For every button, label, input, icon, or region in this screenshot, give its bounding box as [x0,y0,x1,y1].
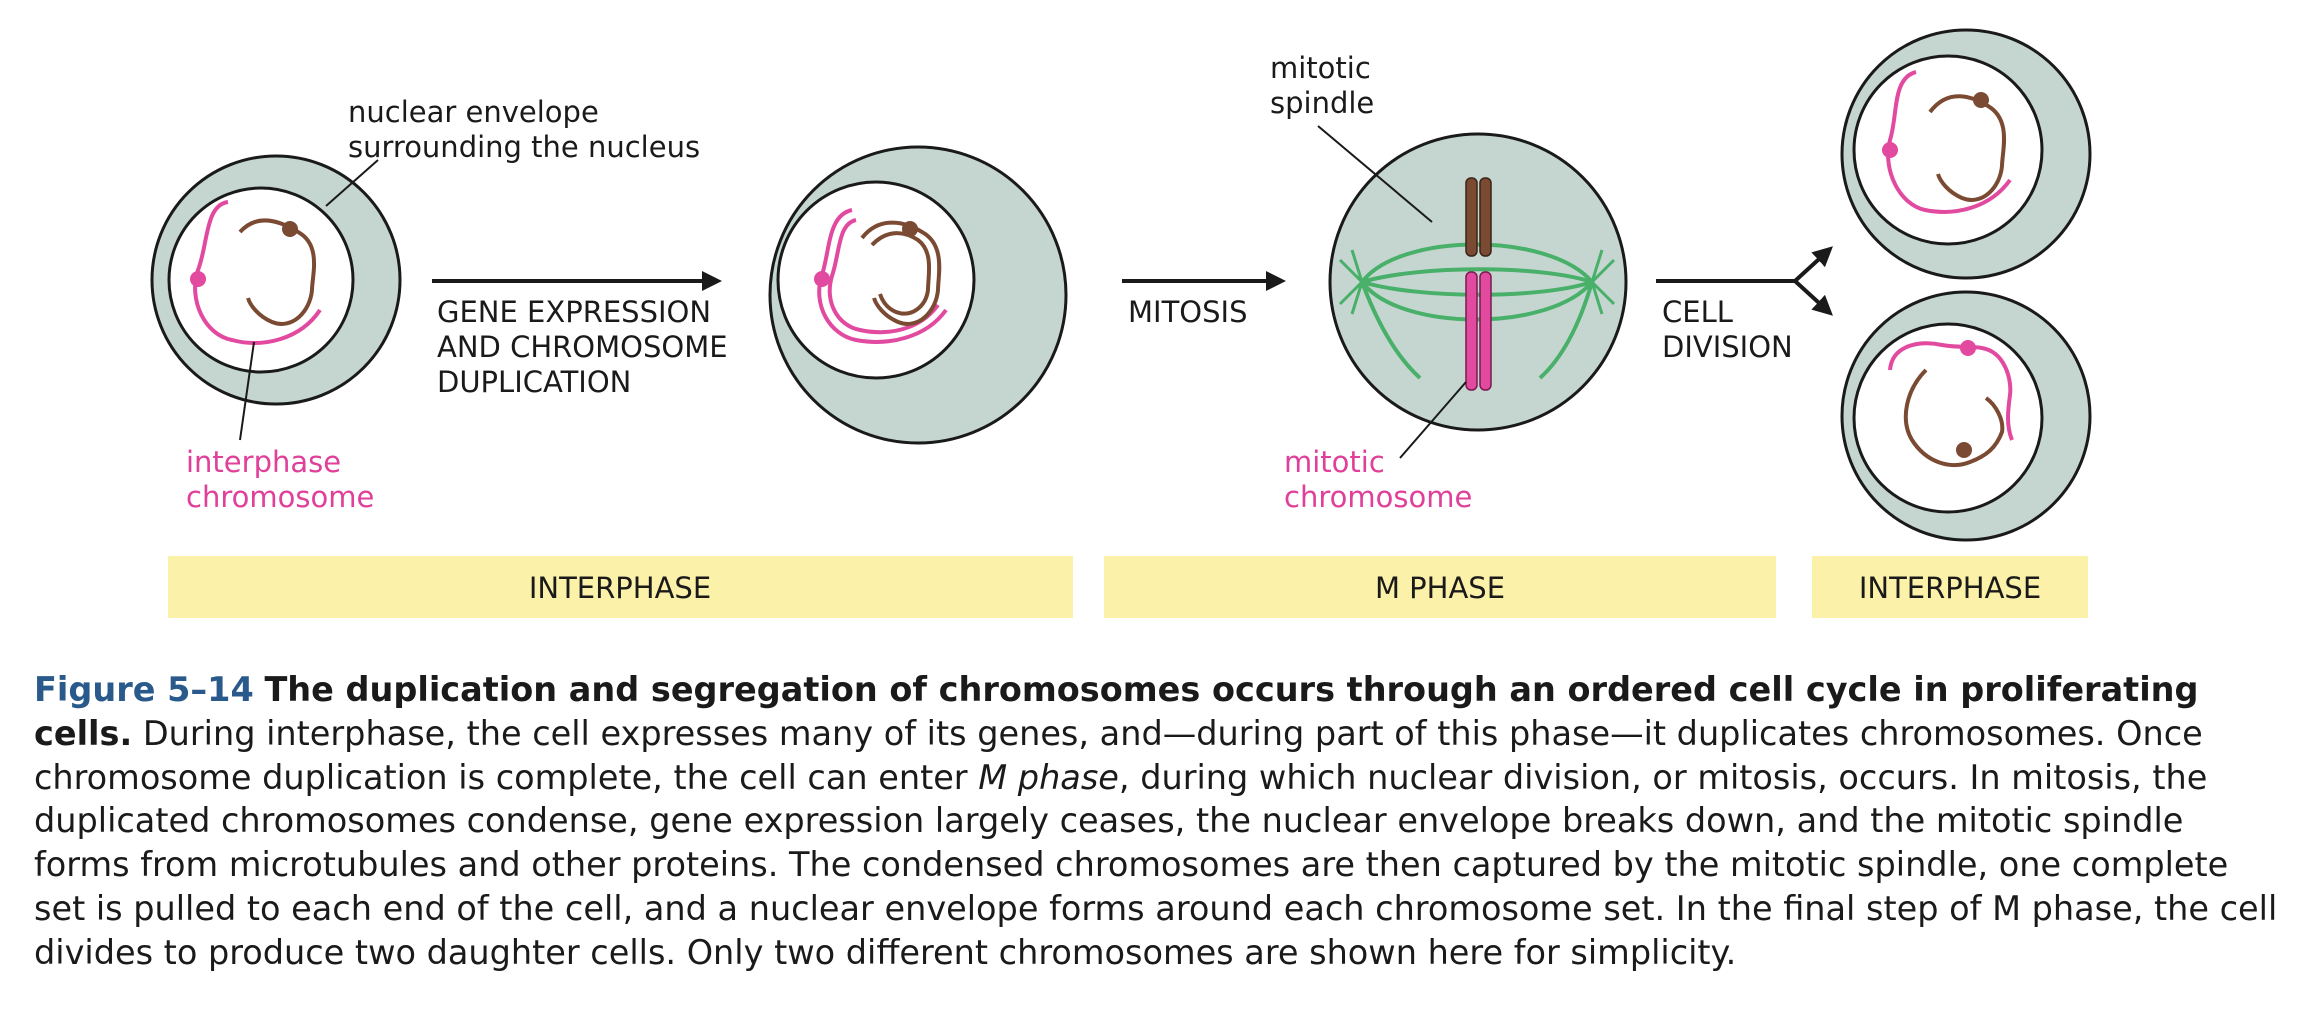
spindle-fiber [1361,267,1593,284]
centromere-brown [1973,92,1989,108]
mitotic-chromosome-pink [1465,271,1492,391]
daughter-cell-top [1840,28,2092,280]
caption-text: , during which nuclear division, or mito… [34,757,2278,972]
figure-number: Figure 5–14 [34,670,254,709]
duplicated-chromosome-pink-a [817,208,948,344]
centromere-pink [814,271,830,287]
mitotic-cell [1328,132,1628,432]
cell-division-label: CELL DIVISION [1662,295,1793,364]
interphase-cell-1 [150,154,402,406]
centromere-brown [902,221,918,237]
nucleus [776,180,976,380]
aster [1589,249,1616,315]
phase-label: M PHASE [1375,571,1505,605]
caption-text: During interphase, the cell expresses ma… [34,713,2203,797]
chromosome-pink [1886,70,2012,214]
mitotic-spindle-pointer [1317,125,1433,223]
chromosome-brown [1928,94,2007,202]
spindle-fiber [1538,281,1594,380]
centromere-pink [1882,142,1898,158]
phase-bar-interphase-2: INTERPHASE [1812,556,2088,618]
mitotic-chromosome-brown [1465,177,1492,257]
centromere-brown [282,221,298,237]
figure-title: The duplication and segregation of chrom… [34,670,2199,753]
mitosis-label: MITOSIS [1128,295,1247,329]
mitotic-spindle-label: mitotic spindle [1270,51,1380,120]
phase-bar-m-phase: M PHASE [1104,556,1776,618]
duplicated-chromosome-pink-b [827,218,940,335]
aster [1338,249,1365,315]
phase-label: INTERPHASE [1859,571,2041,605]
chromosome-brown [1903,368,2005,467]
interphase-chromosome-label: interphase chromosome [186,445,374,514]
cell-cycle-diagram: nuclear envelope surrounding the nucleus… [150,28,2092,618]
centromere-pink [1960,340,1976,356]
centromere-brown [1956,442,1972,458]
caption-italic-term: M phase [978,757,1119,797]
duplicated-cell [768,145,1068,445]
cell-cytoplasm [1328,132,1628,432]
interphase-chromosome-brown [238,218,317,326]
chromosome-pink [1888,341,2014,441]
nuclear-envelope-label: nuclear envelope surrounding the nucleus [348,95,700,164]
spindle-fiber [1360,281,1422,380]
gene-expression-label: GENE EXPRESSION AND CHROMOSOME DUPLICATI… [437,295,737,399]
mitotic-chromosome-label: mitotic chromosome [1284,445,1472,514]
arrow-cell-division [1656,246,1833,316]
figure-caption: Figure 5–14 The duplication and segregat… [34,668,2284,975]
interphase-chromosome-pointer [239,341,255,441]
daughter-cell-bottom [1840,290,2092,542]
interphase-chromosome-pink [193,200,322,345]
phase-label: INTERPHASE [529,571,711,605]
nuclear-envelope-pointer [325,159,379,207]
mitotic-chromosome-pointer [1399,381,1467,459]
nucleus [1852,322,2044,514]
phase-bar-interphase-1: INTERPHASE [168,556,1073,618]
centromere-pink [190,271,206,287]
